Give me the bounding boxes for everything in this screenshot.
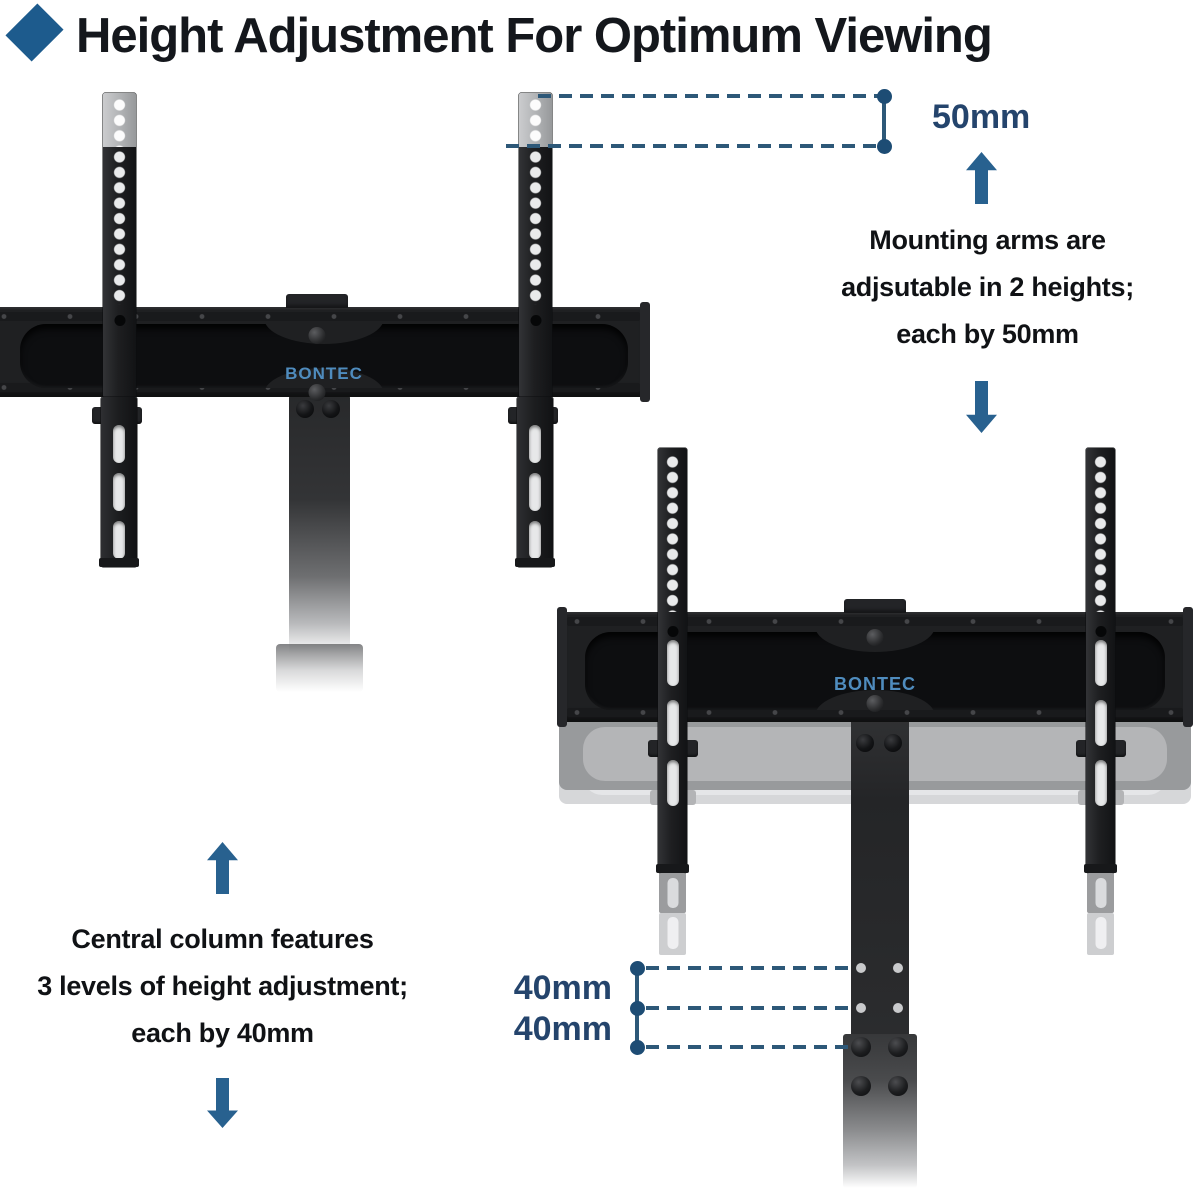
caption-line: 3 levels of height adjustment; xyxy=(37,971,408,1001)
arrow-up-icon xyxy=(966,152,997,204)
column-bolt xyxy=(888,1076,908,1096)
label-40mm-step2: 40mm xyxy=(513,1010,612,1048)
column-screw-hole xyxy=(856,963,866,973)
measurement-dot xyxy=(630,961,645,976)
arm-slot xyxy=(529,425,541,463)
ghost-arm-segment xyxy=(659,873,686,913)
arm-slot xyxy=(1094,700,1107,746)
measurement-dot xyxy=(877,139,892,154)
measurement-dashed-line xyxy=(646,1006,854,1010)
arm-endcap xyxy=(515,558,555,567)
arm-extension-gray xyxy=(519,93,552,147)
caption-line: Central column features xyxy=(71,924,374,954)
column-bolt xyxy=(296,400,314,418)
tilt-screw xyxy=(308,384,326,401)
crossbar-flange xyxy=(567,708,1183,717)
top-bracket xyxy=(844,599,906,613)
caption-line: adjsutable in 2 heights; xyxy=(841,272,1134,302)
bontec-logo: BONTEC xyxy=(285,364,363,383)
column-screw-hole xyxy=(893,1003,903,1013)
caption-line: Mounting arms are xyxy=(869,225,1106,255)
mounting-arm-right-upper xyxy=(519,93,552,397)
arm-slot xyxy=(1094,760,1107,806)
mounting-arm-left xyxy=(656,448,689,873)
bontec-logo: BONTEC xyxy=(834,674,916,694)
arm-hole xyxy=(530,315,541,326)
label-40mm-step1: 40mm xyxy=(513,969,612,1007)
column-bolt xyxy=(322,400,340,418)
crossbar-endcap xyxy=(557,607,567,727)
arrow-down-icon xyxy=(966,381,997,433)
measurement-dashed-line xyxy=(538,94,884,98)
arm-hole xyxy=(1095,626,1106,637)
caption-central-column: Central column features 3 levels of heig… xyxy=(10,916,435,1057)
column-bolt xyxy=(888,1037,908,1057)
column-bolt xyxy=(884,734,902,752)
mounting-arm-right-lower xyxy=(515,397,555,567)
arm-slot xyxy=(666,640,679,686)
measurement-dashed-line xyxy=(506,144,884,148)
measurement-dot xyxy=(630,1040,645,1055)
center-column xyxy=(851,720,909,1036)
ghost-arm-segment xyxy=(1087,913,1114,955)
arm-slot xyxy=(666,700,679,746)
arm-slot xyxy=(1094,640,1107,686)
arm-extension-gray xyxy=(103,93,136,147)
column-screw-hole xyxy=(893,963,903,973)
crossbar-flange xyxy=(567,617,1183,626)
crossbar-flange xyxy=(0,312,640,321)
mounting-arm-left-lower xyxy=(99,397,139,567)
measurement-dot xyxy=(630,1001,645,1016)
column-screw-hole xyxy=(856,1003,866,1013)
measurement-dashed-line xyxy=(646,1045,848,1049)
arm-hole xyxy=(667,626,678,637)
outer-column xyxy=(843,1034,917,1188)
arm-endcap xyxy=(1084,864,1117,873)
arm-slot xyxy=(529,473,541,511)
panel-pinch xyxy=(264,368,384,388)
tilt-screw xyxy=(866,695,884,712)
measurement-dashed-line xyxy=(646,966,852,970)
arm-slot xyxy=(666,760,679,806)
arm-slot xyxy=(113,425,125,463)
measurement-dot xyxy=(877,89,892,104)
center-column xyxy=(289,396,350,654)
tilt-screw xyxy=(308,327,326,344)
crossbar-endcap xyxy=(1183,607,1193,727)
column-bolt xyxy=(851,1037,871,1057)
arm-endcap xyxy=(99,558,139,567)
arm-slot xyxy=(113,521,125,559)
caption-line: each by 50mm xyxy=(896,319,1079,349)
tilt-screw xyxy=(866,629,884,646)
label-50mm: 50mm xyxy=(932,98,1031,136)
caption-line: each by 40mm xyxy=(131,1018,314,1048)
diamond-bullet-icon xyxy=(5,3,64,62)
arrow-up-icon xyxy=(207,842,238,894)
column-bolt xyxy=(856,734,874,752)
ghost-arm-segment xyxy=(659,913,686,955)
top-bracket xyxy=(286,294,348,308)
arrow-down-icon xyxy=(207,1078,238,1128)
mounting-arm-right xyxy=(1084,448,1117,873)
center-column-base xyxy=(276,644,363,692)
measurement-line xyxy=(882,96,886,146)
arm-slot xyxy=(529,521,541,559)
ghost-arm-segment xyxy=(1087,873,1114,913)
arm-hole xyxy=(114,315,125,326)
arm-endcap xyxy=(656,864,689,873)
crossbar-endcap xyxy=(640,302,650,402)
page-title: Height Adjustment For Optimum Viewing xyxy=(76,9,993,63)
column-bolt xyxy=(851,1076,871,1096)
mounting-arm-left-upper xyxy=(103,93,136,397)
arm-slot xyxy=(113,473,125,511)
caption-mounting-arms: Mounting arms are adjsutable in 2 height… xyxy=(795,217,1180,358)
